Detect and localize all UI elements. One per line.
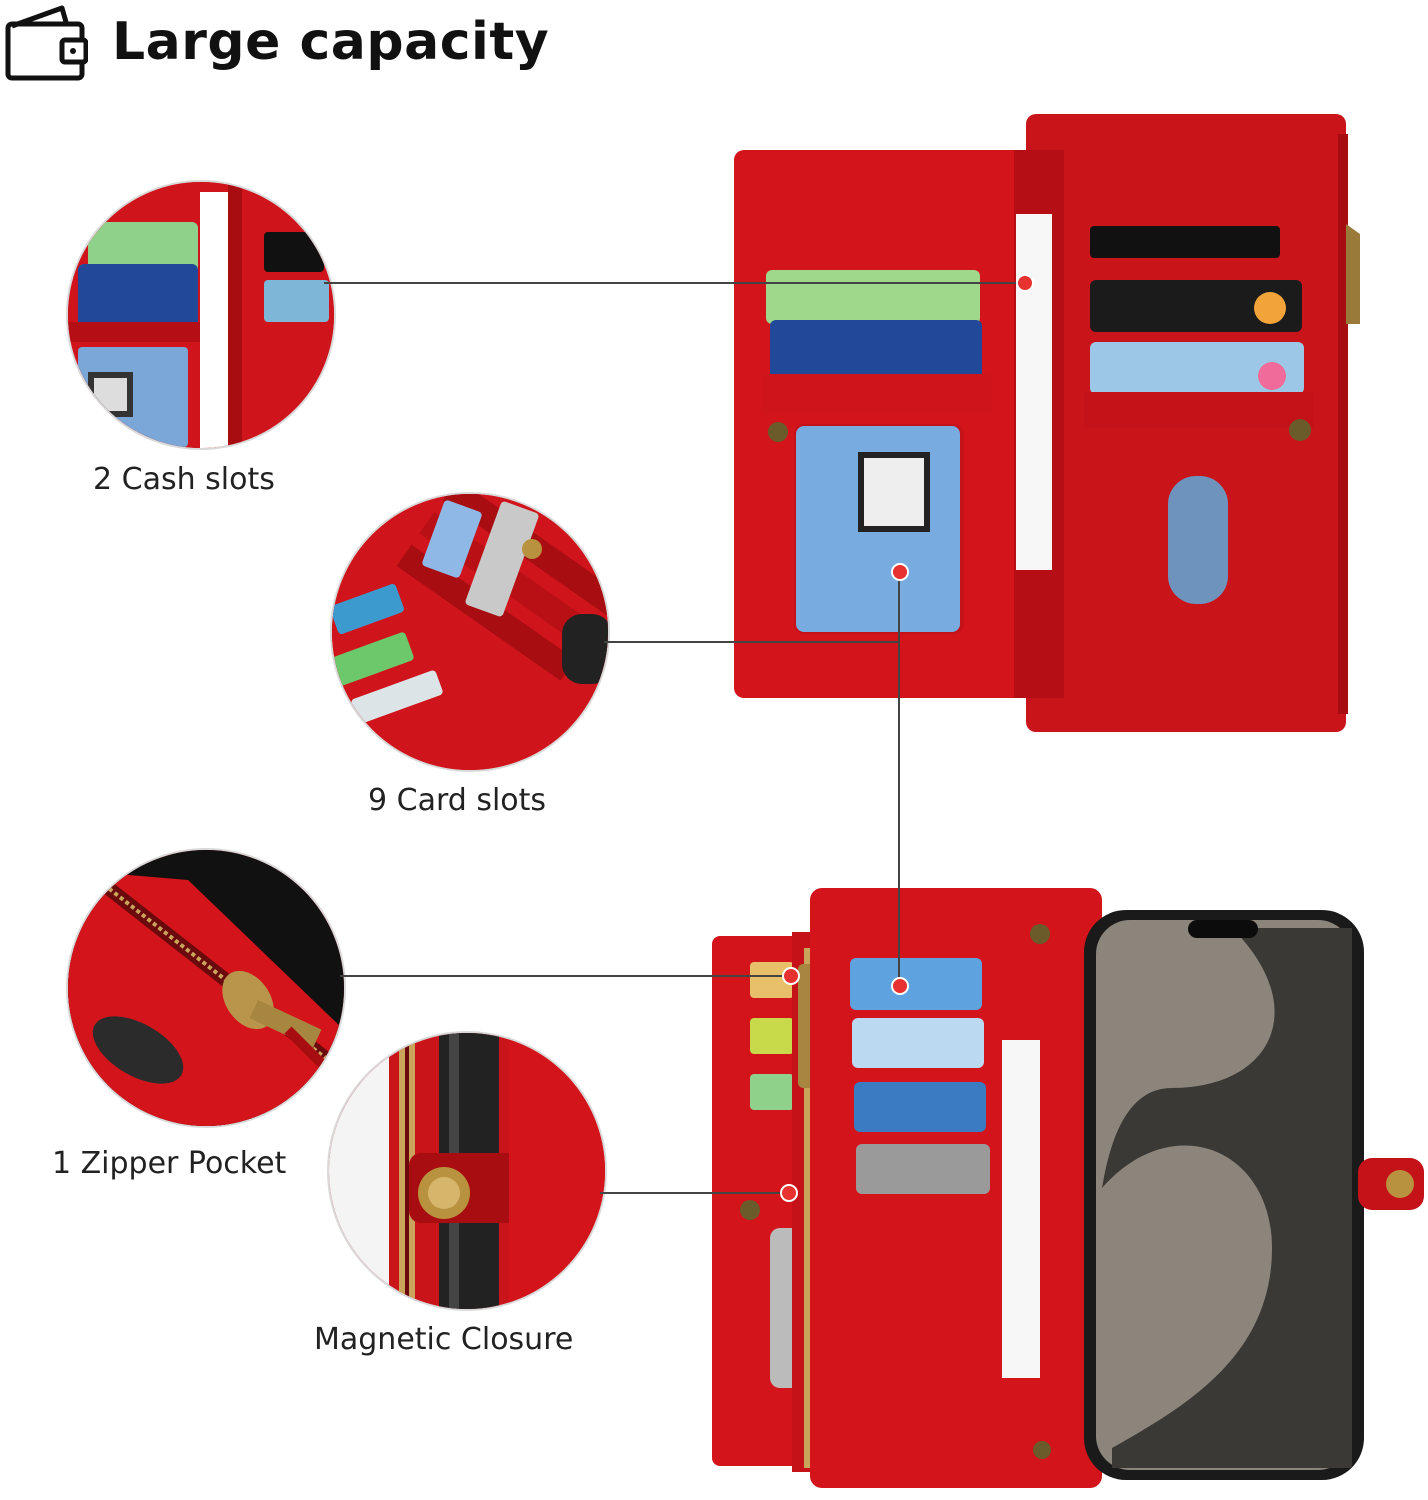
feature-label-zipper-pocket: 1 Zipper Pocket [52,1146,287,1181]
wallet-icon [4,4,89,82]
leader-line-card-slots-v [898,572,900,984]
feature-label-card-slots: 9 Card slots [368,783,547,818]
feature-label-cash-slots: 2 Cash slots [93,462,275,497]
leader-line-zipper-pocket [340,975,790,977]
page-title: Large capacity [112,12,550,72]
leader-line-cash-slots [324,282,1024,284]
zipper-pocket-zoom [66,848,346,1128]
callout-dot-zipper-pocket [782,967,800,985]
card-slots-zoom [330,492,610,772]
leader-line-magnetic-closure [600,1192,786,1194]
callout-dot-magnetic-closure [780,1184,798,1202]
leader-line-card-slots-h [604,641,900,643]
wallet-front-image [734,114,1364,734]
wallet-phone-image [712,888,1424,1496]
callout-dot-card-slots [891,563,909,581]
feature-label-magnetic-closure: Magnetic Closure [314,1322,574,1357]
magnetic-closure-zoom [327,1031,607,1311]
callout-dot-cash-slots [1016,274,1034,292]
callout-dot-card-slots-bottom [891,977,909,995]
cash-slots-zoom [66,180,336,450]
